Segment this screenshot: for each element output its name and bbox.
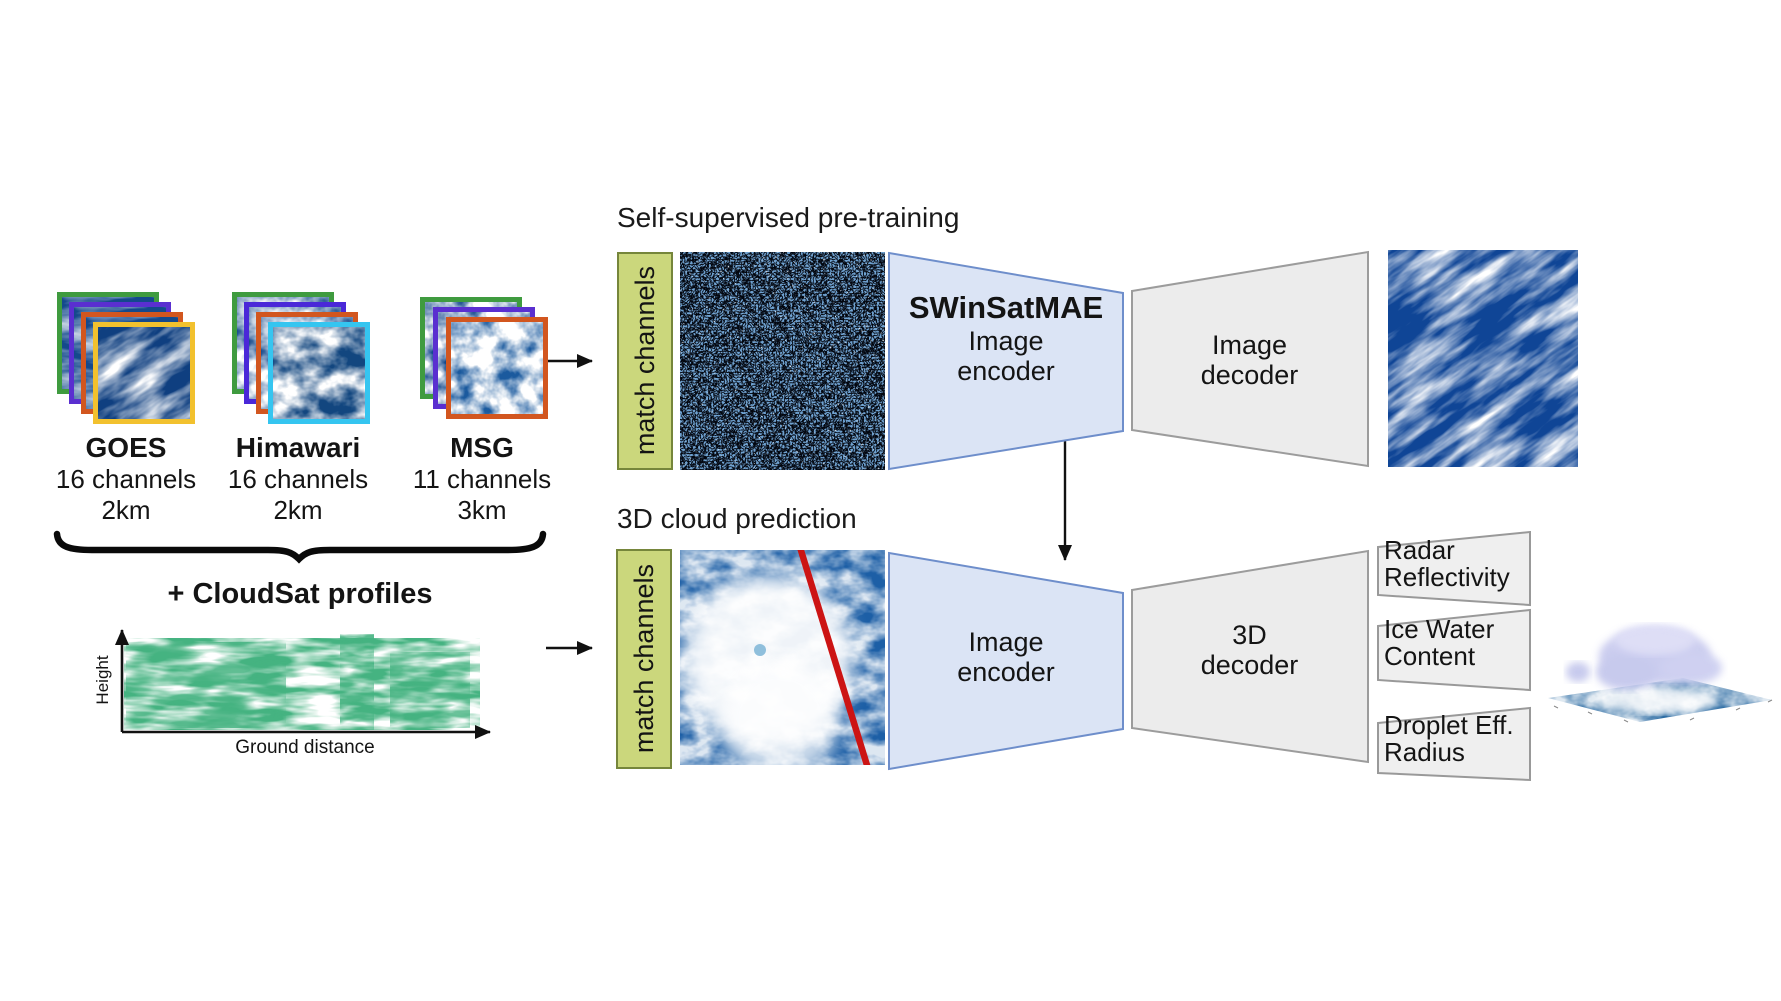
encoder-line2: encoder (957, 657, 1055, 688)
x-axis-label: Ground distance (235, 737, 374, 758)
output-box-droplet-shape (1377, 706, 1531, 782)
satellite-resolution: 3km (457, 494, 507, 525)
pretrain-encoder-shape (888, 251, 1124, 471)
msg-channel-frame (446, 317, 548, 419)
satellite-channels: 16 channels (227, 464, 369, 495)
prediction-encoder-shape (888, 551, 1124, 771)
cloudsat-profile-data (124, 634, 480, 730)
decoder-line1: Image (1211, 330, 1288, 360)
cloudsat-profile-plot: Height Ground distance (93, 629, 491, 758)
output-droplet-eff-radius: Droplet Eff. Radius (1384, 710, 1534, 768)
output-box-radar-shape (1377, 531, 1531, 607)
prediction-decoder-text: 3D decoder (1131, 620, 1368, 680)
himawari-image-stack (232, 292, 432, 427)
msg-image-stack (420, 297, 620, 432)
hurricane-input-image (680, 550, 885, 765)
cloud-volume (1566, 625, 1722, 690)
match-channels-label: match channels (628, 564, 659, 754)
prediction-decoder-shape (1131, 549, 1369, 764)
output-ice-water-content: Ice Water Content (1384, 614, 1534, 672)
output-line1: Ice Water (1384, 614, 1495, 644)
satellite-name: GOES (85, 432, 167, 463)
goes-label: GOES 16 channels 2km (40, 432, 212, 525)
decoder-line2: decoder (1200, 360, 1299, 391)
himawari-label: Himawari 16 channels 2km (212, 432, 384, 525)
output-line2: Reflectivity (1384, 562, 1510, 593)
pretrain-encoder-text: SWinSatMAE Image encoder (888, 289, 1124, 387)
match-channels-box-top: match channels (617, 252, 673, 470)
prediction-encoder-text: Image encoder (888, 627, 1124, 687)
decoder-line1: 3D (1232, 620, 1267, 650)
output-line2: Radius (1384, 737, 1465, 768)
encoder-line1: Image (968, 627, 1044, 657)
satellite-channels: 11 channels (412, 464, 552, 495)
underbrace (53, 530, 547, 564)
satellite-resolution: 2km (101, 494, 151, 525)
msg-label: MSG 11 channels 3km (396, 432, 568, 525)
cloudsat-title: + CloudSat profiles (167, 578, 433, 610)
match-channels-label: match channels (629, 266, 660, 456)
model-name: SWinSatMAE (908, 290, 1104, 325)
himawari-channel-frame (268, 322, 370, 424)
output-box-iwc-shape (1377, 608, 1531, 692)
masked-input-image (680, 252, 885, 470)
satellite-channels: 16 channels (55, 464, 197, 495)
pretrain-decoder-shape (1131, 250, 1369, 468)
goes-image-stack (57, 292, 257, 427)
y-axis-label: Height (93, 655, 112, 704)
match-channels-box-bottom: match channels (616, 549, 672, 769)
axis-tick-marks (1553, 699, 1773, 723)
goes-channel-frame (93, 322, 195, 424)
satellite-plane (1548, 678, 1772, 722)
pretraining-title: Self-supervised pre-training (617, 202, 960, 233)
decoder-line2: decoder (1200, 650, 1299, 681)
encoder-line1: Image (968, 326, 1044, 357)
output-line2: Content (1384, 641, 1476, 672)
output-line1: Droplet Eff. (1384, 710, 1514, 740)
satellite-resolution: 2km (273, 494, 323, 525)
pretrain-decoder-text: Image decoder (1131, 330, 1368, 390)
hurricane-eye (754, 644, 766, 656)
satellite-name: Himawari (235, 432, 361, 463)
reconstructed-image (1388, 250, 1578, 467)
output-line1: Radar (1384, 535, 1455, 565)
output-radar-reflectivity: Radar Reflectivity (1384, 535, 1534, 593)
prediction-title: 3D cloud prediction (617, 503, 857, 534)
cloudsat-track-line (797, 550, 871, 765)
satellite-name: MSG (450, 432, 514, 463)
encoder-line2: encoder (957, 356, 1055, 387)
cloud-3d-visualization (1548, 625, 1773, 723)
